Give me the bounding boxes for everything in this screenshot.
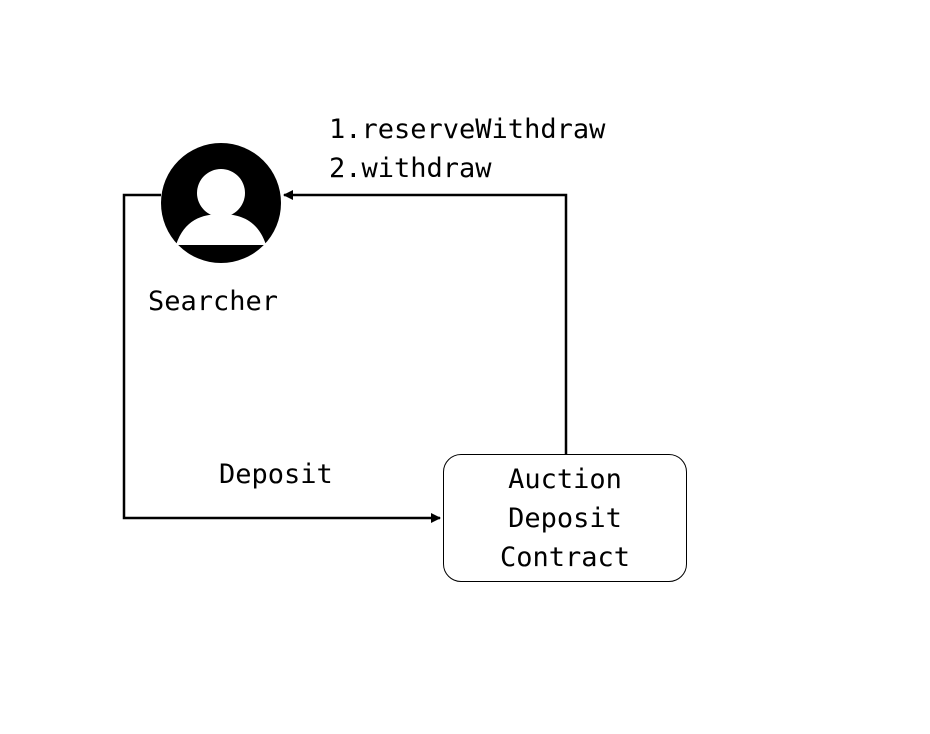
deposit-edge-label: Deposit — [219, 459, 333, 490]
withdraw-steps-label: 1.reserveWithdraw 2.withdraw — [329, 110, 605, 188]
withdraw-step-2: 2.withdraw — [329, 153, 492, 184]
searcher-label: Searcher — [148, 286, 279, 317]
deposit-edge-line — [122, 193, 441, 523]
auction-deposit-contract-node: Auction Deposit Contract — [443, 454, 687, 582]
withdraw-step-1: 1.reserveWithdraw — [329, 114, 606, 145]
contract-label-line-1: Auction — [508, 463, 622, 495]
user-avatar-icon — [161, 143, 281, 263]
contract-label-line-2: Deposit — [508, 502, 622, 534]
withdraw-edge-line — [283, 190, 568, 454]
contract-label-line-3: Contract — [499, 541, 631, 573]
